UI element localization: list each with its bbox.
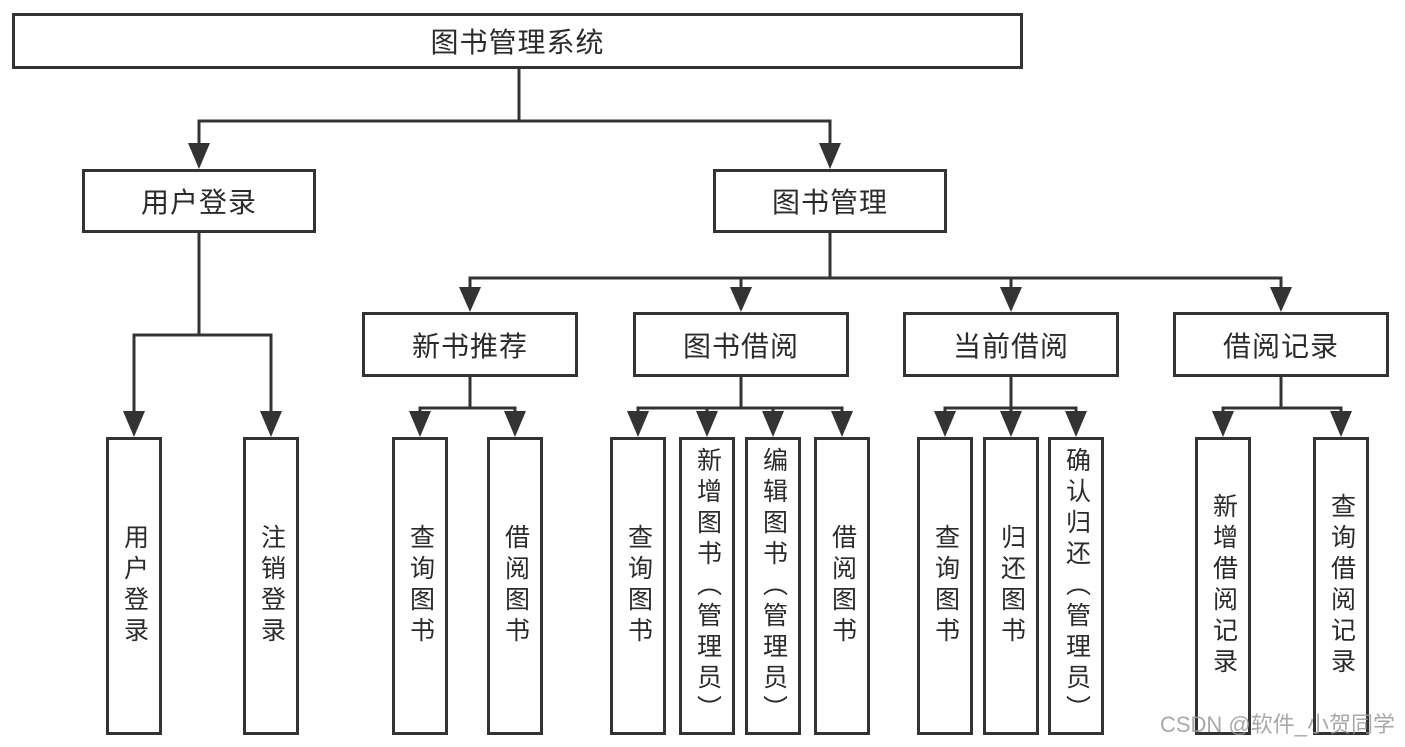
node-new-book-recommend: 新书推荐 [362, 312, 578, 377]
node-new-book-recommend-label: 新书推荐 [411, 330, 528, 362]
leaf-user-login-label: 用户登录 [120, 524, 149, 648]
node-book-borrowing: 图书借阅 [633, 312, 849, 377]
leaf-current-query-books-label: 查询图书 [931, 524, 960, 648]
leaf-add-book-admin-label: 新增图书（管理员） [693, 446, 722, 726]
leaf-edit-book-admin-label: 编辑图书（管理员） [759, 446, 788, 726]
node-book-borrowing-label: 图书借阅 [682, 330, 799, 362]
leaf-newbooks-borrow-books: 借阅图书 [487, 437, 543, 735]
node-current-borrowing: 当前借阅 [903, 312, 1119, 377]
leaf-current-query-books: 查询图书 [917, 437, 973, 735]
node-user-login-label: 用户登录 [140, 187, 257, 218]
leaf-newbooks-borrow-books-label: 借阅图书 [501, 524, 530, 648]
node-book-management-label: 图书管理 [771, 187, 888, 218]
node-book-management: 图书管理 [713, 169, 947, 233]
leaf-return-books: 归还图书 [983, 437, 1039, 735]
leaf-logout-label: 注销登录 [257, 524, 286, 648]
leaf-logout: 注销登录 [243, 437, 299, 735]
leaf-newbooks-query-books: 查询图书 [392, 437, 448, 735]
node-user-login: 用户登录 [82, 169, 316, 233]
leaf-edit-book-admin: 编辑图书（管理员） [745, 437, 801, 735]
leaf-confirm-return-admin: 确认归还（管理员） [1048, 437, 1104, 735]
leaf-return-books-label: 归还图书 [997, 524, 1026, 648]
node-borrowing-records-label: 借阅记录 [1222, 330, 1339, 362]
node-borrowing-records: 借阅记录 [1173, 312, 1389, 377]
leaf-borrowing-query-books: 查询图书 [610, 437, 666, 735]
leaf-query-borrow-record-label: 查询借阅记录 [1327, 493, 1356, 679]
leaf-newbooks-query-books-label: 查询图书 [406, 524, 435, 648]
leaf-add-borrow-record: 新增借阅记录 [1195, 437, 1251, 735]
node-root: 图书管理系统 [12, 13, 1023, 69]
leaf-borrowing-borrow-books-label: 借阅图书 [828, 524, 857, 648]
leaf-borrowing-query-books-label: 查询图书 [624, 524, 653, 648]
watermark: CSDN @软件_小贺同学 [1159, 712, 1395, 737]
leaf-add-book-admin: 新增图书（管理员） [679, 437, 735, 735]
leaf-add-borrow-record-label: 新增借阅记录 [1209, 493, 1238, 679]
node-root-label: 图书管理系统 [430, 27, 605, 58]
leaf-confirm-return-admin-label: 确认归还（管理员） [1062, 446, 1091, 726]
leaf-query-borrow-record: 查询借阅记录 [1313, 437, 1369, 735]
node-current-borrowing-label: 当前借阅 [952, 330, 1069, 362]
leaf-user-login: 用户登录 [106, 437, 162, 735]
leaf-borrowing-borrow-books: 借阅图书 [814, 437, 870, 735]
